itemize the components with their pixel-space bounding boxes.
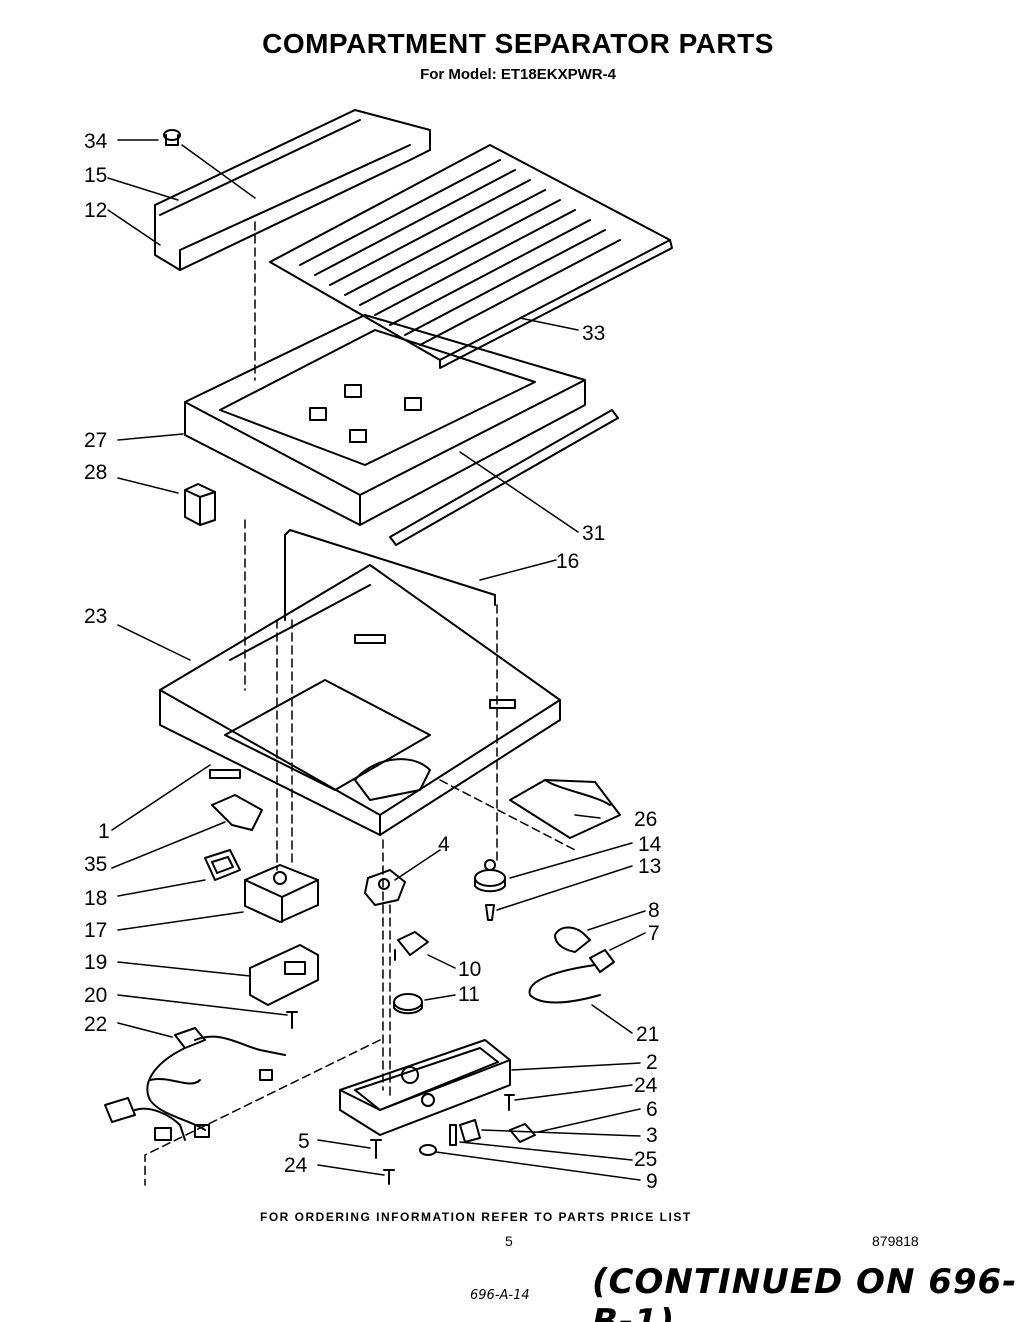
ordering-note: FOR ORDERING INFORMATION REFER TO PARTS … bbox=[260, 1210, 692, 1224]
callout-5: 5 bbox=[298, 1130, 310, 1153]
screw-part-5 bbox=[370, 1139, 382, 1159]
callout-21: 21 bbox=[636, 1023, 659, 1046]
handwritten-reference: 696-A-14 bbox=[470, 1288, 530, 1303]
plug-part-34 bbox=[163, 129, 181, 146]
callout-26: 26 bbox=[634, 808, 657, 831]
callout-11: 11 bbox=[458, 983, 480, 1006]
callout-17: 17 bbox=[84, 919, 107, 942]
screw-part-24-lower bbox=[383, 1169, 395, 1185]
screw-part-24-upper bbox=[504, 1094, 515, 1111]
strip-part-31 bbox=[389, 409, 619, 546]
housing-part-17 bbox=[244, 864, 319, 923]
wire-part-16 bbox=[284, 529, 496, 621]
callout-35: 35 bbox=[84, 853, 107, 876]
callout-12: 12 bbox=[84, 199, 107, 222]
callout-4: 4 bbox=[438, 833, 450, 856]
callout-1: 1 bbox=[98, 820, 110, 843]
insulation-part-26 bbox=[509, 779, 621, 839]
rail-part-12-15 bbox=[154, 109, 431, 271]
screw-part-20 bbox=[286, 1011, 298, 1029]
socket-part-4 bbox=[364, 869, 406, 906]
callout-33: 33 bbox=[582, 322, 605, 345]
callout-23: 23 bbox=[84, 605, 107, 628]
document-number: 879818 bbox=[872, 1233, 919, 1249]
callout-16: 16 bbox=[556, 550, 579, 573]
callout-13: 13 bbox=[638, 855, 661, 878]
leader-lines bbox=[107, 139, 646, 1181]
callout-18: 18 bbox=[84, 887, 107, 910]
model-subtitle: For Model: ET18EKXPWR-4 bbox=[420, 66, 616, 83]
callout-27: 27 bbox=[84, 429, 107, 452]
tray-part-2 bbox=[339, 1039, 511, 1136]
callout-28: 28 bbox=[84, 461, 107, 484]
callout-7: 7 bbox=[648, 922, 660, 945]
separator-part-23 bbox=[159, 564, 561, 836]
harness-part-22 bbox=[104, 1027, 286, 1141]
callout-31: 31 bbox=[582, 522, 605, 545]
callout-24-lower: 24 bbox=[284, 1154, 308, 1177]
callout-20: 20 bbox=[84, 984, 107, 1007]
block-part-28 bbox=[184, 483, 216, 526]
callout-14: 14 bbox=[638, 833, 662, 856]
lamp-socket-part-7 bbox=[589, 949, 615, 973]
washer-part-9 bbox=[419, 1144, 437, 1156]
switch-part-10 bbox=[394, 931, 429, 961]
switch-part-6 bbox=[509, 1123, 536, 1143]
callout-19: 19 bbox=[84, 951, 107, 974]
frame-part-27 bbox=[184, 314, 586, 526]
screw-part-25 bbox=[449, 1124, 457, 1146]
callout-22: 22 bbox=[84, 1013, 107, 1036]
continued-note: (CONTINUED ON 696-B-1) bbox=[592, 1262, 1018, 1322]
lead-part-21 bbox=[528, 964, 601, 1004]
connector-part-3 bbox=[459, 1119, 481, 1143]
lens-part-18 bbox=[204, 849, 241, 881]
bulb-part-8 bbox=[554, 926, 591, 953]
callout-3: 3 bbox=[646, 1124, 658, 1147]
callout-8: 8 bbox=[648, 899, 660, 922]
callout-10: 10 bbox=[458, 958, 481, 981]
callout-2: 2 bbox=[646, 1051, 658, 1074]
page-number: 5 bbox=[505, 1233, 513, 1249]
callout-34: 34 bbox=[84, 130, 108, 153]
callout-25: 25 bbox=[634, 1148, 657, 1171]
screw-part-13 bbox=[485, 904, 495, 921]
thermostat-part-19 bbox=[249, 944, 319, 1006]
clip-part-35 bbox=[211, 794, 263, 831]
callout-labels: 34 15 12 33 27 28 31 16 23 26 1 14 35 4 … bbox=[84, 130, 662, 1193]
callout-9: 9 bbox=[646, 1170, 658, 1193]
callout-15: 15 bbox=[84, 164, 107, 187]
callout-24-upper: 24 bbox=[634, 1074, 658, 1097]
damper-part-14 bbox=[474, 859, 506, 893]
alignment-lines bbox=[144, 221, 576, 1186]
page-title: COMPARTMENT SEPARATOR PARTS bbox=[262, 28, 774, 59]
knob-part-11 bbox=[393, 993, 423, 1015]
grille-part-33 bbox=[269, 144, 673, 369]
callout-6: 6 bbox=[646, 1098, 658, 1121]
